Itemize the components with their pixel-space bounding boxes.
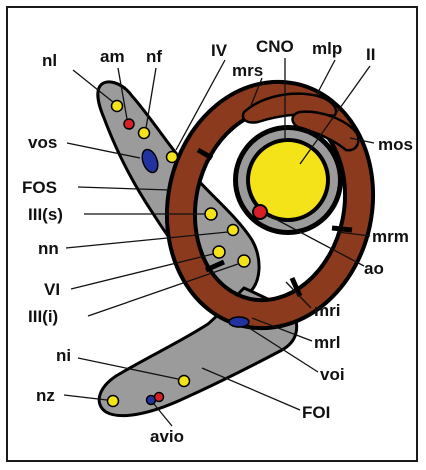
optic-canal	[233, 125, 343, 235]
label-nz: nz	[36, 386, 55, 405]
label-mrm: mrm	[372, 227, 409, 246]
label-fos: FOS	[22, 178, 57, 197]
label-vos: vos	[28, 133, 57, 152]
nerve-nf	[139, 128, 150, 139]
label-nn: nn	[38, 239, 59, 258]
label-nl: nl	[42, 51, 57, 70]
label-nf: nf	[146, 47, 162, 66]
nerve-iv	[167, 152, 178, 163]
label-ao: ao	[364, 259, 384, 278]
nerve-ni	[179, 376, 190, 387]
label-cno: CNO	[256, 37, 294, 56]
nerve-vi	[213, 246, 225, 258]
label-foi: FOI	[302, 403, 330, 422]
label-iii-s: III(s)	[28, 205, 63, 224]
nerve-iii-s	[205, 208, 217, 220]
artery-avio	[155, 393, 164, 402]
label-avio: avio	[150, 427, 184, 446]
label-iii-i: III(i)	[28, 307, 58, 326]
nerve-iii-i	[238, 255, 250, 267]
nerve-nl	[112, 101, 123, 112]
label-mrs: mrs	[232, 61, 263, 80]
artery-am	[124, 119, 134, 129]
label-mos: mos	[378, 135, 413, 154]
ophthalmic-artery	[253, 205, 267, 219]
label-iv: IV	[211, 41, 228, 60]
label-ii: II	[366, 45, 375, 64]
label-am: am	[100, 47, 125, 66]
nerve-nn	[228, 225, 239, 236]
label-mrl: mrl	[314, 333, 340, 352]
label-voi: voi	[320, 365, 345, 384]
label-mri: mri	[314, 301, 340, 320]
vein-voi	[229, 317, 249, 327]
nerve-nz	[108, 396, 119, 407]
label-vi: VI	[44, 280, 60, 299]
label-ni: ni	[56, 346, 71, 365]
label-mlp: mlp	[312, 39, 342, 58]
